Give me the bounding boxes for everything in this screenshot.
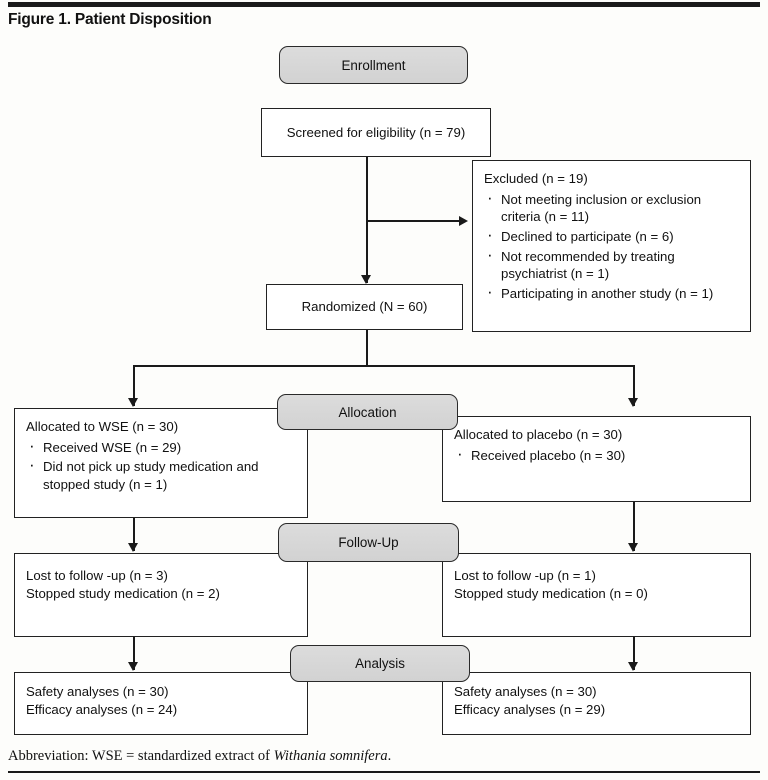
connector-split-right	[633, 365, 635, 406]
list-item: Not meeting inclusion or exclusion crite…	[484, 187, 739, 226]
arrowhead-alloc-placebo	[628, 398, 638, 407]
connector-placebo-followup-to-analysis	[633, 637, 635, 670]
node-excluded-list: Not meeting inclusion or exclusion crite…	[484, 187, 739, 304]
node-screened-label: Screened for eligibility (n = 79)	[286, 124, 466, 140]
connector-placebo-alloc-to-followup	[633, 502, 635, 551]
list-item: Declined to participate (n = 6)	[484, 224, 739, 246]
stage-banner-followup: Follow-Up	[278, 523, 459, 562]
node-followup-placebo-line1: Lost to follow -up (n = 1)	[454, 568, 596, 583]
list-item: Participating in another study (n = 1)	[484, 281, 739, 303]
node-followup-wse-line1: Lost to follow -up (n = 3)	[26, 568, 168, 583]
node-allocated-placebo: Allocated to placebo (n = 30) Received p…	[442, 416, 751, 502]
node-analysis-placebo: Safety analyses (n = 30) Efficacy analys…	[442, 672, 751, 735]
stage-banner-allocation: Allocation	[277, 394, 458, 430]
list-item: Received WSE (n = 29)	[26, 435, 296, 457]
node-analysis-placebo-line1: Safety analyses (n = 30)	[454, 684, 597, 699]
arrowhead-alloc-wse	[128, 398, 138, 407]
node-allocated-placebo-header: Allocated to placebo (n = 30)	[454, 427, 623, 442]
node-followup-placebo: Lost to follow -up (n = 1) Stopped study…	[442, 553, 751, 637]
list-item: Received placebo (n = 30)	[454, 443, 739, 465]
stage-banner-enrollment-label: Enrollment	[341, 57, 406, 73]
connector-wse-alloc-to-followup	[133, 518, 135, 551]
node-allocated-wse-list: Received WSE (n = 29) Did not pick up st…	[26, 435, 296, 494]
node-followup-wse: Lost to follow -up (n = 3) Stopped study…	[14, 553, 308, 637]
arrowhead-analysis-wse	[128, 662, 138, 671]
connector-trunk-to-excluded	[366, 220, 466, 222]
node-excluded-header: Excluded (n = 19)	[484, 171, 588, 186]
arrowhead-followup-wse	[128, 543, 138, 552]
top-rule	[8, 2, 760, 7]
node-screened-for-eligibility: Screened for eligibility (n = 79)	[261, 108, 491, 157]
node-excluded: Excluded (n = 19) Not meeting inclusion …	[472, 160, 751, 332]
stage-banner-enrollment: Enrollment	[279, 46, 468, 84]
node-allocated-placebo-list: Received placebo (n = 30)	[454, 443, 739, 465]
connector-randomized-stem	[366, 330, 368, 366]
node-followup-placebo-line2: Stopped study medication (n = 0)	[454, 585, 648, 601]
arrowhead-analysis-placebo	[628, 662, 638, 671]
node-analysis-placebo-line2: Efficacy analyses (n = 29)	[454, 701, 606, 717]
stage-banner-allocation-label: Allocation	[338, 404, 397, 420]
arrowhead-excluded	[459, 215, 468, 226]
footnote-prefix: Abbreviation: WSE = standardized extract…	[8, 748, 274, 764]
connector-split-left	[133, 365, 135, 406]
footnote-suffix: .	[387, 748, 392, 764]
list-item: Not recommended by treating psychiatrist…	[484, 244, 739, 283]
stage-banner-analysis: Analysis	[290, 645, 470, 682]
node-followup-wse-line2: Stopped study medication (n = 2)	[26, 585, 220, 601]
stage-banner-followup-label: Follow-Up	[338, 535, 399, 550]
list-item: Did not pick up study medication and sto…	[26, 454, 296, 493]
node-randomized-label: Randomized (N = 60)	[301, 299, 428, 315]
node-allocated-wse: Allocated to WSE (n = 30) Received WSE (…	[14, 408, 308, 518]
arrowhead-randomized	[361, 275, 371, 284]
bottom-rule	[8, 771, 760, 773]
connector-allocation-split-bar	[133, 365, 635, 367]
figure-footnote: Abbreviation: WSE = standardized extract…	[8, 748, 391, 765]
arrowhead-followup-placebo	[628, 543, 638, 552]
node-analysis-wse-line2: Efficacy analyses (n = 24)	[26, 701, 178, 717]
connector-wse-followup-to-analysis	[133, 637, 135, 670]
footnote-species-name: Withania somnifera	[273, 748, 388, 764]
node-allocated-wse-header: Allocated to WSE (n = 30)	[26, 419, 179, 434]
stage-banner-analysis-label: Analysis	[355, 656, 405, 671]
node-analysis-wse-line1: Safety analyses (n = 30)	[26, 684, 169, 699]
node-analysis-wse: Safety analyses (n = 30) Efficacy analys…	[14, 672, 308, 735]
node-randomized: Randomized (N = 60)	[266, 284, 463, 330]
page-title: Figure 1. Patient Disposition	[8, 11, 212, 28]
